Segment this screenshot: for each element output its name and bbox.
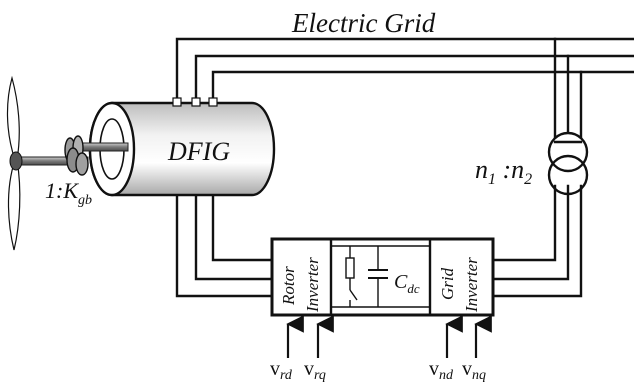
signal-vnd: vnd (429, 358, 454, 383)
capacitor-label: Cdc (394, 271, 420, 296)
transformer-ratio: n1 :n2 (475, 155, 532, 188)
converter (270, 237, 495, 317)
grid-inverter-label: Inverter (462, 257, 481, 313)
grid-side-label: Grid (438, 267, 457, 300)
gearbox (64, 135, 89, 176)
signal-vnq: vnq (462, 358, 486, 383)
rotor-label: Rotor (279, 266, 298, 306)
signal-vrq: vrq (304, 358, 326, 383)
transformer (547, 131, 589, 196)
gearbox-ratio: 1:Kgb (45, 178, 92, 208)
signal-vrd: vrd (270, 358, 293, 383)
dfig-generator (88, 97, 276, 197)
rotor-inverter-label: Inverter (303, 257, 322, 313)
grid-side-wires (491, 184, 583, 298)
grid-title: Electric Grid (291, 8, 436, 38)
dfig-label: DFIG (167, 137, 230, 166)
rotor-wires (175, 193, 274, 298)
control-arrows (286, 315, 492, 358)
grid-bus-lines (175, 37, 634, 144)
propeller (6, 75, 23, 251)
